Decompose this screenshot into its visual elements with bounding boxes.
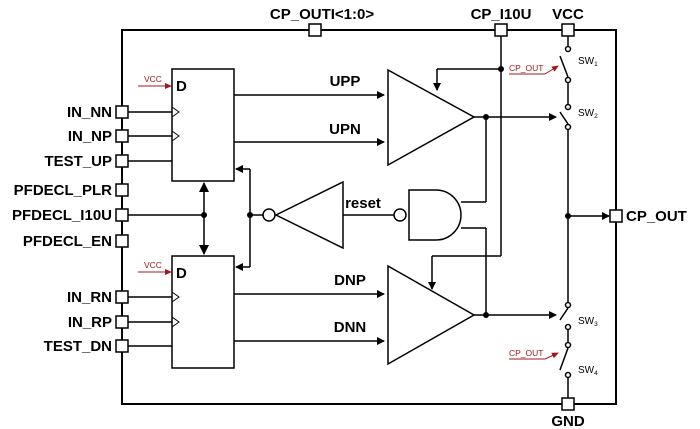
pin-pfdecl-i10u-label: PFDECL_I10U [12, 207, 112, 224]
pin-pfdecl-i10u[interactable]: PFDECL_I10U [12, 207, 129, 224]
ff-dn-d-label: D [176, 265, 187, 282]
vcc-bot-label: VCC [144, 260, 162, 270]
vcc-to-d-bot: VCC [138, 260, 172, 275]
pin-gnd[interactable]: GND [551, 397, 585, 429]
upn-label: UPN [329, 121, 361, 138]
pin-pfdecl-en-label: PFDECL_EN [23, 233, 112, 250]
ff-up-clk-np [171, 130, 180, 142]
pin-test-up[interactable]: TEST_UP [44, 153, 129, 170]
pin-cp-i10u[interactable]: CP_I10U [471, 6, 532, 37]
cp-out-ctrl-bot: CP_OUT [509, 348, 559, 360]
sw4-blade[interactable] [559, 347, 569, 371]
pin-cp-out-label: CP_OUT [626, 208, 687, 225]
sw3-label: SW3 [578, 316, 598, 328]
sw1-blade[interactable] [559, 55, 569, 78]
pin-vcc-label: VCC [552, 6, 584, 23]
vcc-to-d-top: VCC [138, 74, 172, 89]
pin-gnd-label: GND [551, 413, 585, 429]
nand-inputs [461, 117, 487, 315]
reset-label: reset [345, 195, 381, 212]
pin-in-rp[interactable]: IN_RP [68, 314, 129, 331]
vcc-top-label: VCC [144, 74, 162, 84]
ff-dn-clk-rp [171, 316, 180, 328]
ff-dn-clk-rn [171, 291, 180, 303]
sw3-blade[interactable] [559, 307, 569, 321]
cp-i10u-bias [428, 36, 504, 290]
switch-column [564, 36, 610, 398]
sw2-blade[interactable] [559, 111, 569, 125]
pin-in-np-label: IN_NP [68, 128, 112, 145]
sw1-label: SW1 [578, 56, 598, 68]
pin-cp-i10u-label: CP_I10U [471, 6, 532, 23]
flip-flop-dn: D [171, 255, 235, 369]
pin-test-dn-label: TEST_DN [44, 338, 112, 355]
pin-in-np[interactable]: IN_NP [68, 128, 129, 145]
reset-nand-gate [408, 189, 462, 241]
reset-feedback [235, 165, 263, 271]
pin-in-rn-label: IN_RN [67, 289, 112, 306]
pin-test-up-label: TEST_UP [44, 153, 112, 170]
dnp-label: DNP [334, 272, 366, 289]
pin-test-dn[interactable]: TEST_DN [44, 338, 129, 355]
bias-link [199, 182, 209, 255]
upp-label: UPP [330, 73, 361, 90]
pin-in-rp-label: IN_RP [68, 314, 112, 331]
pin-pfdecl-plr-label: PFDECL_PLR [14, 182, 113, 199]
inverter-bubble [262, 208, 276, 222]
pin-cp-out[interactable]: CP_OUT [609, 208, 687, 225]
sw2-label: SW2 [578, 108, 598, 120]
pin-cp-outi-label: CP_OUTI<1:0> [270, 6, 374, 23]
pin-in-nn-label: IN_NN [67, 104, 112, 121]
pin-vcc[interactable]: VCC [552, 6, 584, 37]
nand-bubble [393, 208, 407, 222]
input-wires [128, 111, 204, 347]
ff-up-clk-nn [171, 106, 180, 118]
charge-pump-up [387, 68, 476, 167]
pin-cp-outi[interactable]: CP_OUTI<1:0> [270, 6, 374, 37]
sw4-label: SW4 [578, 365, 598, 377]
pin-pfdecl-en[interactable]: PFDECL_EN [23, 233, 129, 250]
cp-out-ctrl-bot-label: CP_OUT [509, 348, 543, 358]
reset-inverter [274, 180, 344, 250]
ff-up-d-label: D [176, 78, 187, 95]
pin-in-nn[interactable]: IN_NN [67, 104, 129, 121]
flip-flop-up: D [171, 68, 235, 182]
pin-pfdecl-plr[interactable]: PFDECL_PLR [14, 182, 129, 199]
ff-outputs [234, 91, 385, 345]
charge-pump-dn [387, 264, 476, 366]
cp-out-ctrl-top: CP_OUT [509, 63, 559, 75]
pin-in-rn[interactable]: IN_RN [67, 289, 129, 306]
cp-out-ctrl-top-label: CP_OUT [509, 63, 543, 73]
cp-outputs [474, 113, 557, 319]
dnn-label: DNN [334, 319, 367, 336]
